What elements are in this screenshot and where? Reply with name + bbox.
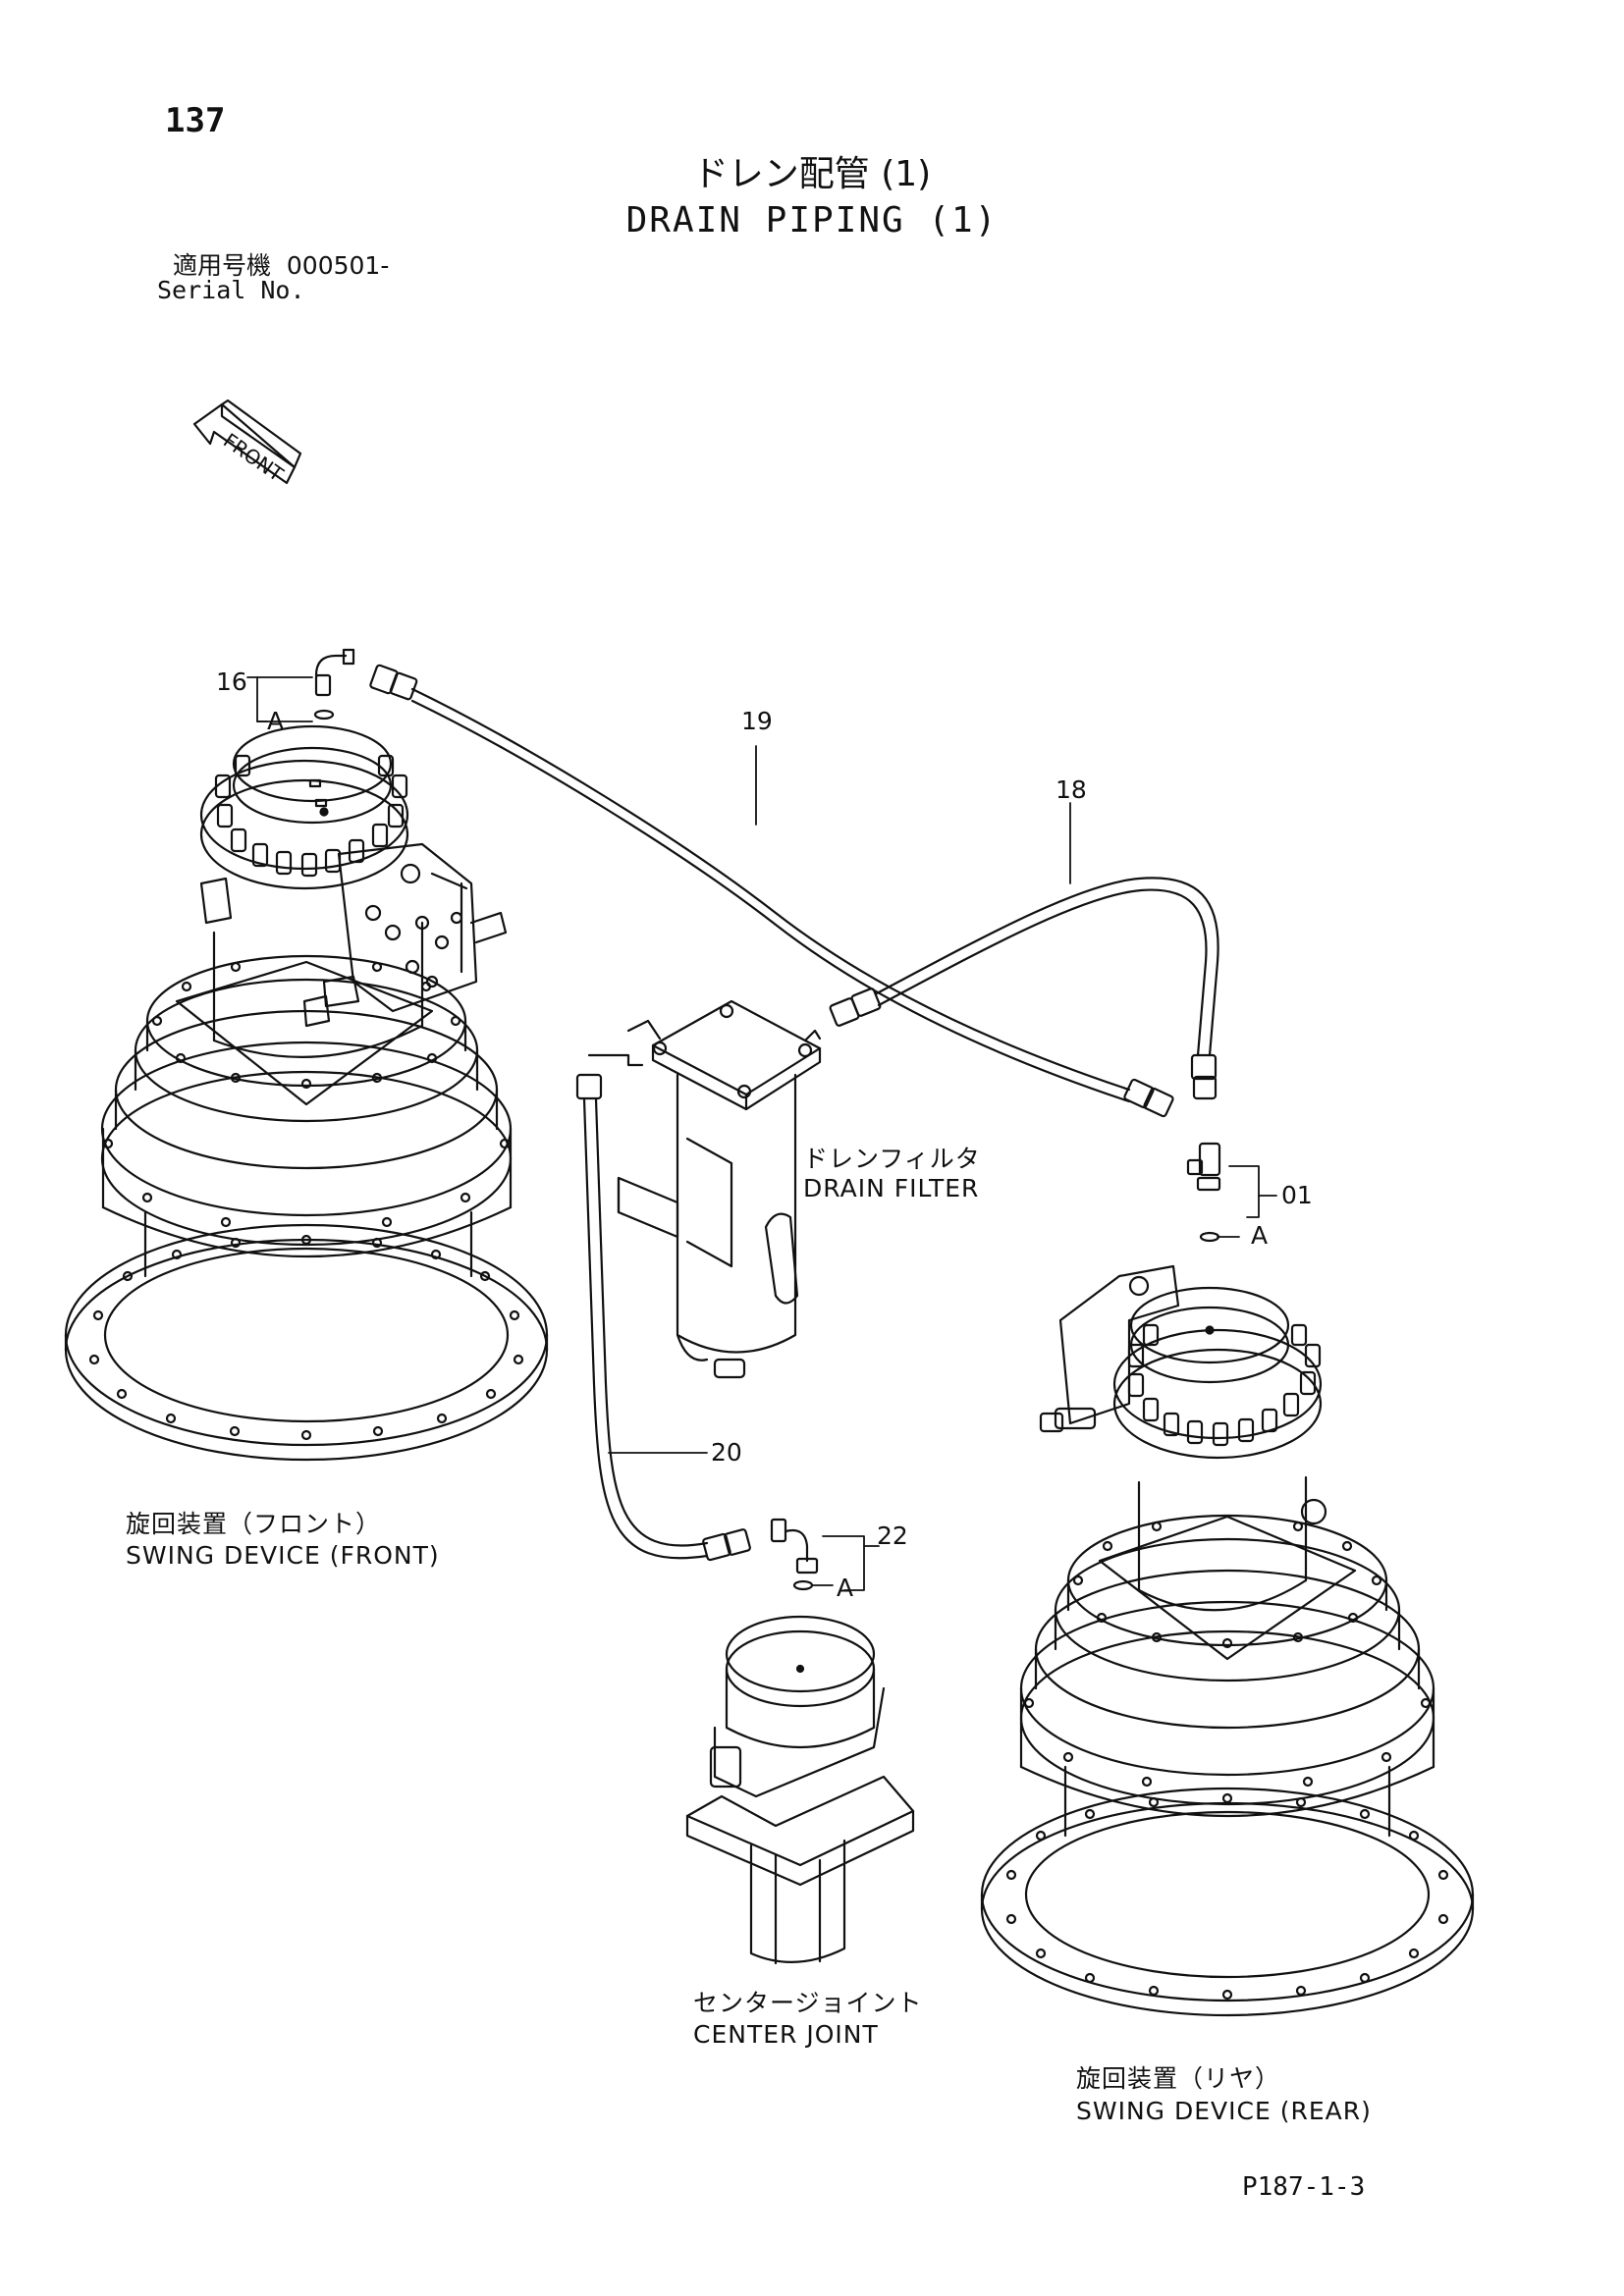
callout-16: 16 bbox=[216, 667, 247, 696]
hose-18 bbox=[829, 877, 1219, 1100]
callout-a-front: A bbox=[267, 707, 285, 735]
elbow-fitting-22 bbox=[770, 1518, 819, 1591]
swing-device-front-label: SWING DEVICE (FRONT) bbox=[126, 1541, 440, 1570]
callout-a-rear: A bbox=[1251, 1221, 1269, 1250]
hose-19 bbox=[369, 664, 1174, 1118]
flange-bolt-holes bbox=[88, 1234, 524, 1441]
serial-number-label: Serial No. bbox=[157, 276, 305, 304]
drain-filter-label: DRAIN FILTER bbox=[803, 1174, 980, 1202]
callout-20: 20 bbox=[711, 1438, 742, 1467]
callout-leaders bbox=[246, 676, 1277, 1591]
center-joint bbox=[685, 1615, 915, 1965]
page-number: 137 bbox=[165, 101, 226, 140]
serial-number-japanese: 適用号機 000501- bbox=[173, 251, 390, 280]
rear-motor-bolts bbox=[1127, 1323, 1322, 1447]
callout-18: 18 bbox=[1056, 775, 1087, 804]
page-code: P187-1-3 bbox=[1242, 2172, 1366, 2202]
swing-device-rear-label-japanese: 旋回装置（リヤ） bbox=[1076, 2064, 1281, 2093]
drain-filter bbox=[617, 999, 822, 1379]
callout-a-center: A bbox=[837, 1574, 854, 1602]
center-joint-label-japanese: センタージョイント bbox=[693, 1989, 923, 2017]
swing-device-rear bbox=[980, 1264, 1475, 2017]
callout-19: 19 bbox=[741, 707, 773, 735]
swing-device-rear-label: SWING DEVICE (REAR) bbox=[1076, 2097, 1372, 2125]
callout-01: 01 bbox=[1281, 1181, 1313, 1209]
tee-fitting-01 bbox=[1186, 1142, 1221, 1243]
drain-filter-label-japanese: ドレンフィルタ bbox=[803, 1145, 981, 1173]
swing-device-front bbox=[64, 648, 549, 1462]
page-title: DRAIN PIPING (1) bbox=[625, 200, 999, 240]
rear-flange-bolt-holes bbox=[1005, 1792, 1449, 2001]
hose-20 bbox=[575, 1053, 751, 1562]
center-joint-label: CENTER JOINT bbox=[693, 2020, 879, 2049]
ring-bolt-holes bbox=[102, 961, 511, 1228]
rear-ring-bolt-holes bbox=[1023, 1521, 1432, 1788]
page-title-japanese: ドレン配管 (1) bbox=[692, 154, 932, 194]
motor-bolts bbox=[214, 754, 408, 878]
callout-22: 22 bbox=[877, 1522, 908, 1550]
elbow-fitting-16 bbox=[313, 648, 355, 721]
swing-device-front-label-japanese: 旋回装置（フロント） bbox=[126, 1510, 382, 1538]
front-arrow-icon: FRONT bbox=[192, 399, 302, 487]
